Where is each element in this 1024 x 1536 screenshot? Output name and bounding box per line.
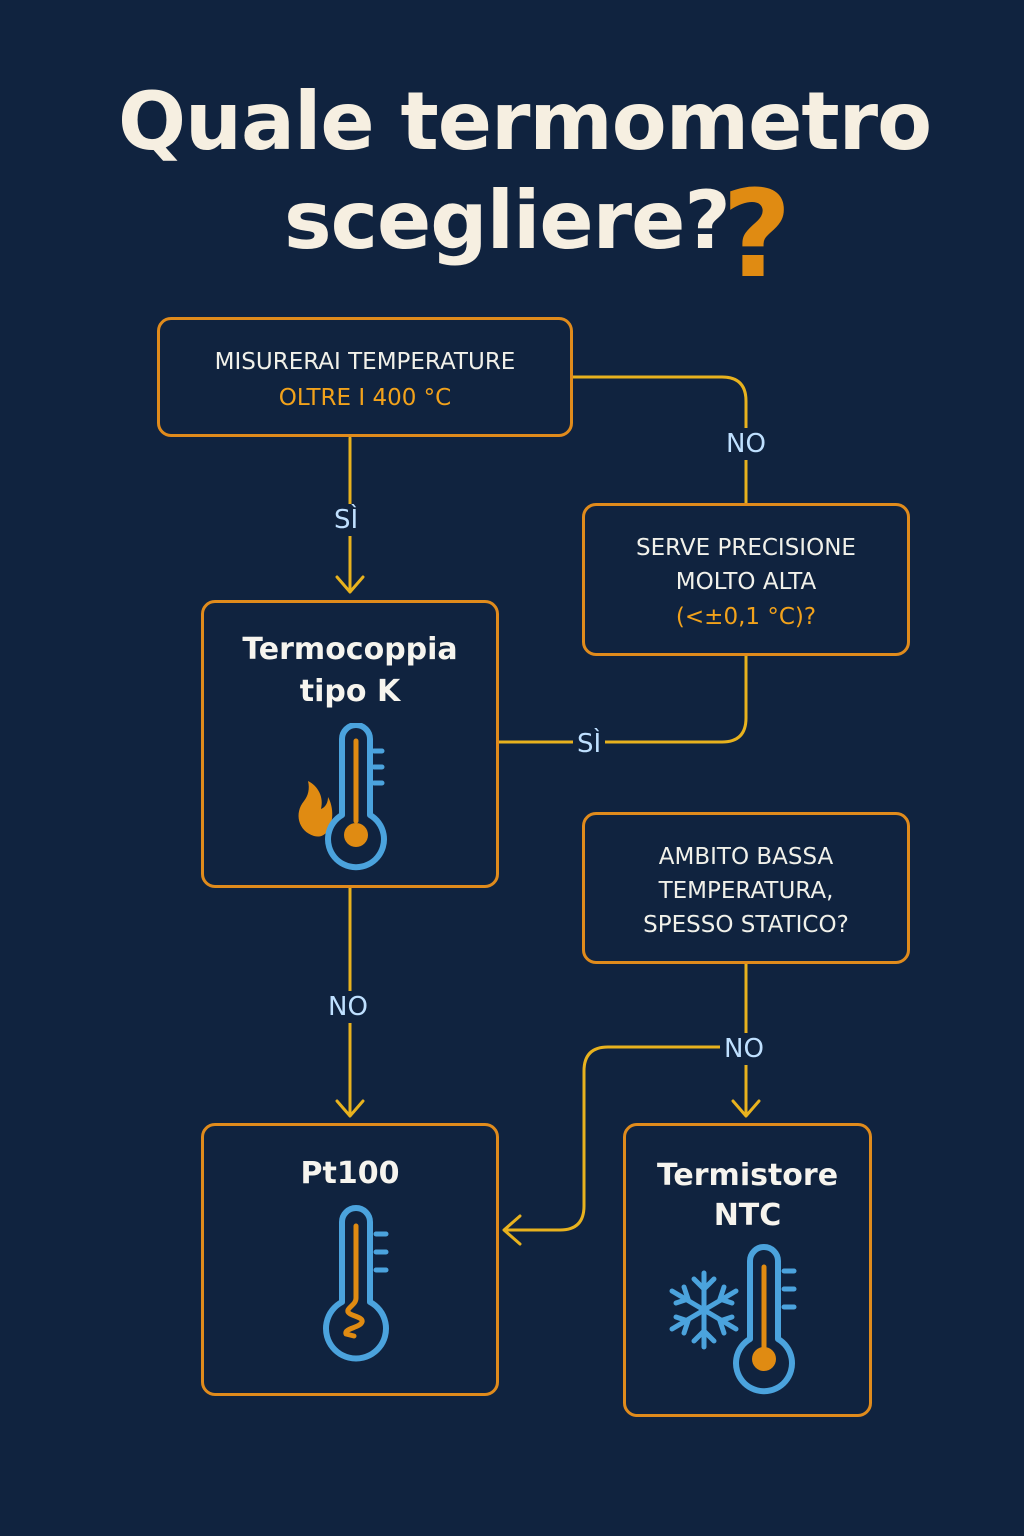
page-title-line-1: Quale termometro — [118, 75, 932, 168]
result-thermocouple-title-line-1: Termocoppia — [242, 632, 458, 667]
edge-label-thermocouple-no: NO — [324, 991, 372, 1023]
result-thermocouple-box: Termocoppia tipo K — [201, 600, 499, 888]
question-precision-line-2: MOLTO ALTA — [675, 569, 817, 595]
edge-label-precision-yes: SÌ — [573, 728, 606, 760]
coil-thermometer-icon — [323, 1205, 389, 1362]
edge-label-temp-no: NO — [722, 428, 770, 460]
result-pt100-title: Pt100 — [300, 1156, 400, 1191]
flame-thermometer-icon — [298, 723, 387, 871]
result-pt100-box: Pt100 — [201, 1123, 499, 1396]
question-low-temperature-line-1: AMBITO BASSA — [658, 844, 834, 870]
question-temperature-box: MISURERAI TEMPERATURE OLTRE I 400 °C — [157, 317, 573, 437]
question-temperature-line-1: MISURERAI TEMPERATURE — [214, 349, 516, 375]
page-title-line-2: scegliere? — [284, 174, 731, 267]
question-precision-line-1: SERVE PRECISIONE — [636, 535, 856, 561]
question-precision-box: SERVE PRECISIONE MOLTO ALTA (<±0,1 °C)? — [582, 503, 910, 656]
edge-label-low-temp-no: NO — [720, 1033, 768, 1065]
snowflake-thermometer-icon — [669, 1244, 797, 1395]
question-low-temperature-box: AMBITO BASSA TEMPERATURA, SPESSO STATICO… — [582, 812, 910, 964]
question-precision-line-3: (<±0,1 °C)? — [675, 604, 817, 630]
question-temperature-line-2: OLTRE I 400 °C — [278, 385, 452, 411]
edge-thermocouple-no-arrowhead — [335, 1099, 365, 1118]
edge-low-temp-no-branch — [503, 1045, 748, 1232]
question-mark-icon: ? — [722, 166, 792, 305]
edge-temp-yes-arrowhead — [335, 575, 365, 594]
result-thermocouple-title-line-2: tipo K — [299, 674, 401, 709]
question-low-temperature-line-3: SPESSO STATICO? — [643, 912, 849, 938]
question-low-temperature-line-2: TEMPERATURA, — [658, 878, 834, 904]
result-ntc-title-line-1: Termistore — [656, 1158, 839, 1193]
result-ntc-title-line-2: NTC — [713, 1198, 782, 1233]
edge-temp-no — [571, 375, 748, 505]
result-ntc-box: Termistore NTC — [623, 1123, 872, 1417]
edge-precision-yes — [497, 654, 748, 744]
edge-label-temp-yes: SÌ — [330, 504, 363, 536]
edge-low-temp-no-arrowhead — [731, 1099, 761, 1118]
edge-low-temp-no-branch-arrowhead — [502, 1214, 522, 1246]
